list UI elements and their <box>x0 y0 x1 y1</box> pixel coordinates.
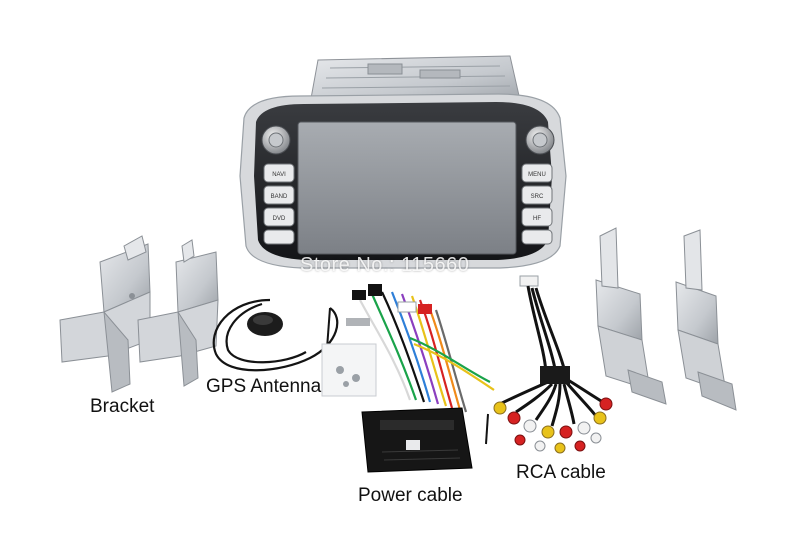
power-cable-label: Power cable <box>358 485 463 506</box>
head-unit: NAVI BAND DVD MENU SRC HF <box>239 55 567 269</box>
unit-button-label: MENU <box>528 172 546 178</box>
unit-button-label: DVD <box>273 216 286 222</box>
store-watermark: Store No.: 115660 <box>300 254 470 276</box>
right-brackets <box>595 227 737 411</box>
screws-bag <box>321 343 377 397</box>
unit-left-buttons: NAVI BAND DVD <box>263 163 295 245</box>
rca-plugs <box>493 397 613 454</box>
gps-antenna-label: GPS Antenna <box>206 376 322 397</box>
unit-right-buttons: MENU SRC HF <box>521 163 553 245</box>
bracket-label: Bracket <box>90 396 155 417</box>
power-cable <box>346 284 495 473</box>
gps-antenna <box>212 298 339 375</box>
unit-button-label: HF <box>533 216 541 222</box>
rca-cable <box>485 275 613 454</box>
unit-screen <box>297 121 517 255</box>
left-brackets <box>59 235 219 393</box>
unit-button-label: SRC <box>531 194 544 200</box>
unit-button-label: NAVI <box>272 172 286 178</box>
rca-cable-label: RCA cable <box>516 462 606 483</box>
unit-button-label: BAND <box>271 194 288 200</box>
